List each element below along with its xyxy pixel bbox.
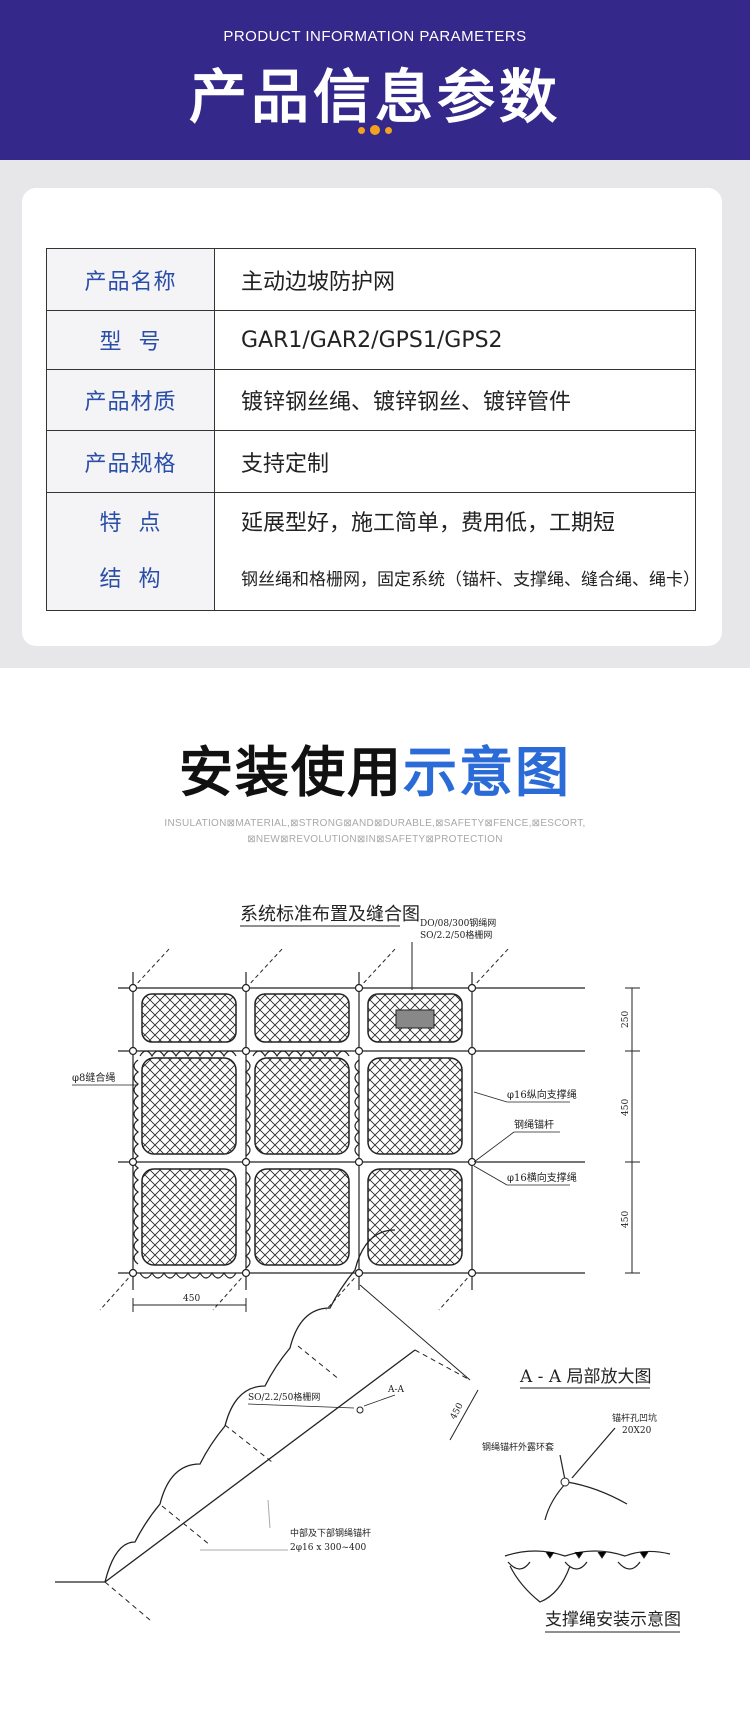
param-key: 产品规格 xyxy=(46,430,215,493)
install-title-main: 安装使用 xyxy=(179,741,403,804)
detail-label-2: 20X20 xyxy=(622,1426,652,1436)
param-value: 钢丝绳和格栅网，固定系统（锚杆、支撑绳、缝合绳、绳卡） xyxy=(241,569,700,590)
param-value: 镀锌钢丝绳、镀锌钢丝、镀锌管件 xyxy=(214,369,696,431)
slope-aa: A-A xyxy=(387,1385,405,1395)
param-value: 延展型好，施工简单，费用低，工期短 xyxy=(241,510,616,536)
net-label-2: SO/2.2/50格栅网 xyxy=(420,929,492,941)
param-value: GAR1/GAR2/GPS1/GPS2 xyxy=(214,310,696,370)
slope-diagram: SO/2.2/50格栅网 A-A 450 中部及下部钢绳锚杆 2φ16 x 30… xyxy=(55,1229,479,1621)
param-value: 主动边坡防护网 xyxy=(214,248,696,311)
header-dots xyxy=(0,125,750,135)
detail-label-1: 锚杆孔凹坑 xyxy=(612,1412,657,1424)
slope-label: SO/2.2/50格栅网 xyxy=(248,1391,320,1403)
header-banner: PRODUCT INFORMATION PARAMETERS 产品信息参数 xyxy=(0,0,750,160)
plan-title: 系统标准布置及缝合图 xyxy=(240,904,420,925)
left-label: φ8缝合绳 xyxy=(72,1071,115,1084)
support-rope-diagram: 支撑绳安装示意图 xyxy=(504,1550,681,1633)
right-label-2: 钢绳锚杆 xyxy=(514,1118,554,1131)
right-label-3: φ16横向支撑绳 xyxy=(507,1171,577,1184)
install-title: 安装使用示意图 xyxy=(0,728,750,807)
table-row: 产品名称 主动边坡防护网 xyxy=(46,248,696,311)
param-key: 型 号 xyxy=(46,310,215,370)
install-subtitle-line1: INSULATION⊠MATERIAL,⊠STRONG⊠AND⊠DURABLE,… xyxy=(164,818,586,829)
right-label-1: φ16纵向支撑绳 xyxy=(507,1088,577,1101)
detail-label-3: 钢绳锚杆外露环套 xyxy=(482,1441,554,1453)
dim-450-b: 450 xyxy=(621,1211,631,1228)
param-key: 特 点 xyxy=(99,510,162,536)
install-subtitle-line2: ⊠NEW⊠REVOLUTION⊠IN⊠SAFETY⊠PROTECTION xyxy=(247,834,503,845)
slope-anchor-2: 2φ16 x 300~400 xyxy=(290,1543,366,1553)
header-subtitle: PRODUCT INFORMATION PARAMETERS xyxy=(223,28,527,45)
table-row: 产品材质 镀锌钢丝绳、镀锌钢丝、镀锌管件 xyxy=(46,369,696,431)
plan-diagram: 系统标准布置及缝合图 DO/08/300钢绳网 SO/2.2/50格栅网 xyxy=(72,904,640,1312)
param-value: 支持定制 xyxy=(214,430,696,493)
param-key: 产品材质 xyxy=(46,369,215,431)
table-row: 型 号 GAR1/GAR2/GPS1/GPS2 xyxy=(46,310,696,370)
table-row: 特 点 结 构 延展型好，施工简单，费用低，工期短 钢丝绳和格栅网，固定系统（锚… xyxy=(46,492,700,611)
param-key: 结 构 xyxy=(99,566,162,592)
dim-bottom: 450 xyxy=(183,1294,200,1304)
dim-250: 250 xyxy=(621,1011,631,1028)
installation-diagram: 系统标准布置及缝合图 DO/08/300钢绳网 SO/2.2/50格栅网 xyxy=(55,904,681,1633)
table-row: 产品规格 支持定制 xyxy=(46,430,696,493)
slope-anchor-1: 中部及下部钢绳锚杆 xyxy=(290,1527,371,1539)
slope-dim: 450 xyxy=(449,1401,466,1421)
detail-diagram: A - A 局部放大图 锚杆孔凹坑 20X20 钢绳锚杆外露环套 xyxy=(482,1367,657,1521)
net-label-1: DO/08/300钢绳网 xyxy=(420,917,496,929)
header-title: 产品信息参数 xyxy=(188,63,561,131)
install-title-highlight: 示意图 xyxy=(403,741,571,804)
support-title: 支撑绳安装示意图 xyxy=(545,1610,681,1630)
dim-450-a: 450 xyxy=(621,1099,631,1116)
params-table: 产品名称 主动边坡防护网 型 号 GAR1/GAR2/GPS1/GPS2 产品材… xyxy=(46,248,700,611)
param-key: 产品名称 xyxy=(46,248,215,311)
detail-title: A - A 局部放大图 xyxy=(519,1367,652,1387)
